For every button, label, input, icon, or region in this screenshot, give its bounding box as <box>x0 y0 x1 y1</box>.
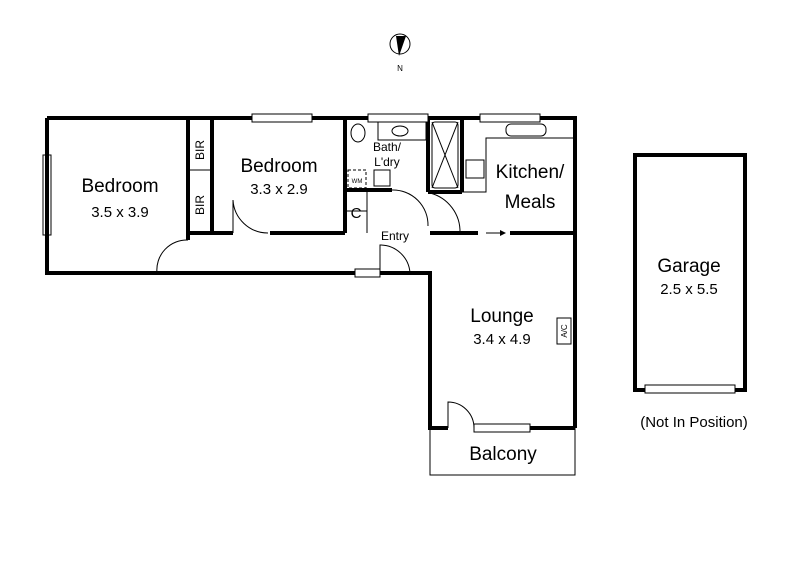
lounge-name: Lounge <box>470 306 533 327</box>
balcony-label: Balcony <box>469 444 537 465</box>
bedroom1-size: 3.5 x 3.9 <box>91 204 149 221</box>
bedroom1-name: Bedroom <box>81 176 158 197</box>
garage-note: (Not In Position) <box>640 414 748 431</box>
cupboard-label: C <box>351 205 362 222</box>
garage-name: Garage <box>657 256 720 277</box>
lounge-size: 3.4 x 4.9 <box>473 331 531 348</box>
kitchen-label-2: Meals <box>505 192 556 213</box>
bedroom2-size: 3.3 x 2.9 <box>250 181 308 198</box>
bedroom2-name: Bedroom <box>240 156 317 177</box>
compass-label: N <box>397 64 403 73</box>
garage-size: 2.5 x 5.5 <box>660 281 718 298</box>
wm-label: WM <box>352 179 363 185</box>
bath-label-2: L'dry <box>374 155 400 169</box>
ac-label: A/C <box>560 324 569 338</box>
north-arrow-icon <box>389 33 411 56</box>
bir1-label: BIR <box>193 140 207 160</box>
entry-label: Entry <box>381 229 409 243</box>
walls <box>42 113 747 476</box>
kitchen-label-1: Kitchen/ <box>496 162 565 183</box>
bath-label-1: Bath/ <box>373 140 402 154</box>
bir2-label: BIR <box>193 195 207 215</box>
